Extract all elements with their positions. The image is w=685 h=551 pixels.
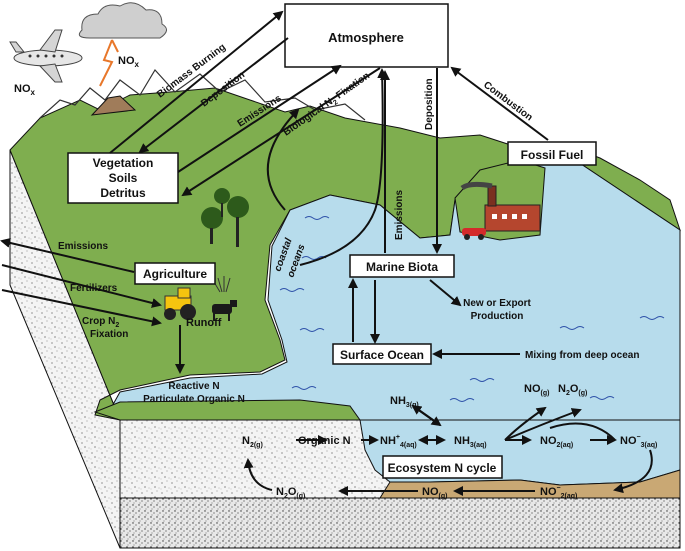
lightning-icon xyxy=(99,39,119,87)
nh4-species: NH+4(aq) xyxy=(380,434,417,449)
no3aq-species: NO−3(aq) xyxy=(620,434,657,449)
crop-fixation-label-2: Fixation xyxy=(90,329,128,340)
fertilizers-label: Fertilizers xyxy=(70,283,118,294)
reactive-n-label: Reactive N xyxy=(168,381,219,392)
n2o-top-species: N2O(g) xyxy=(558,383,587,397)
combustion-label: Combustion xyxy=(481,80,534,124)
ocean-waves xyxy=(279,216,665,402)
detritus-label: Detritus xyxy=(100,186,146,200)
surface-ocean-box xyxy=(332,343,432,365)
no2aq-species: NO2(aq) xyxy=(540,435,573,449)
cow-icon xyxy=(212,300,237,321)
runoff-label: Runoff xyxy=(186,317,222,329)
atmosphere-box xyxy=(284,3,449,68)
marine-biota-label: Marine Biota xyxy=(366,260,438,274)
volcano xyxy=(90,95,137,116)
block-front-bottom xyxy=(119,497,681,549)
ecosystem-cycle-label: Ecosystem N cycle xyxy=(388,461,497,475)
nox-volcano-label: NOx xyxy=(118,55,140,69)
ecosystem-cycle-box xyxy=(382,455,503,479)
fossil-fuel-label: Fossil Fuel xyxy=(521,148,584,162)
marine-biota-box xyxy=(349,254,455,278)
car-icon xyxy=(462,228,486,240)
particulate-n-label: Particulate Organic N xyxy=(143,394,245,405)
nog-species: NO(g) xyxy=(422,486,447,500)
export-label-1: New or Export xyxy=(463,298,531,309)
deposition-ocean-label: Deposition xyxy=(424,78,435,130)
agriculture-label: Agriculture xyxy=(143,267,207,281)
agriculture-box xyxy=(134,262,216,285)
organic-n-species: Organic N xyxy=(298,435,351,447)
fossil-fuel-box xyxy=(507,141,597,166)
ag-emissions-label: Emissions xyxy=(58,241,108,252)
n2-species: N2(g) xyxy=(242,435,263,449)
airplane-icon xyxy=(9,29,83,83)
vegetation-box xyxy=(67,152,179,204)
nog-top-species: NO(g) xyxy=(524,383,549,397)
n2o-species: N2O(g) xyxy=(276,486,305,500)
factory-icon xyxy=(460,181,541,232)
emissions-ocean-label: Emissions xyxy=(394,190,405,240)
mountain-range xyxy=(39,68,366,121)
vegetation-label: Vegetation xyxy=(93,156,154,170)
export-label-2: Production xyxy=(471,311,524,322)
surface-ocean-label: Surface Ocean xyxy=(340,348,424,362)
flow-arrows xyxy=(0,10,653,496)
cloud-icon xyxy=(78,2,167,39)
nox-plane-label: NOx xyxy=(14,83,36,97)
mixing-label: Mixing from deep ocean xyxy=(525,350,639,361)
soils-label: Soils xyxy=(109,171,138,185)
grass-icon xyxy=(213,276,231,293)
atmosphere-label: Atmosphere xyxy=(328,30,404,45)
nh3aq-species: NH3(aq) xyxy=(454,435,487,449)
sediment-front-face xyxy=(120,469,681,499)
nh3g-species: NH3(g) xyxy=(390,395,419,409)
no2minus-species: NO−2(aq) xyxy=(540,485,577,500)
trees-icon xyxy=(201,188,249,247)
tractor-icon xyxy=(164,287,196,320)
land-strip-front xyxy=(93,399,361,421)
crop-fixation-label: Crop N2 xyxy=(82,316,119,329)
